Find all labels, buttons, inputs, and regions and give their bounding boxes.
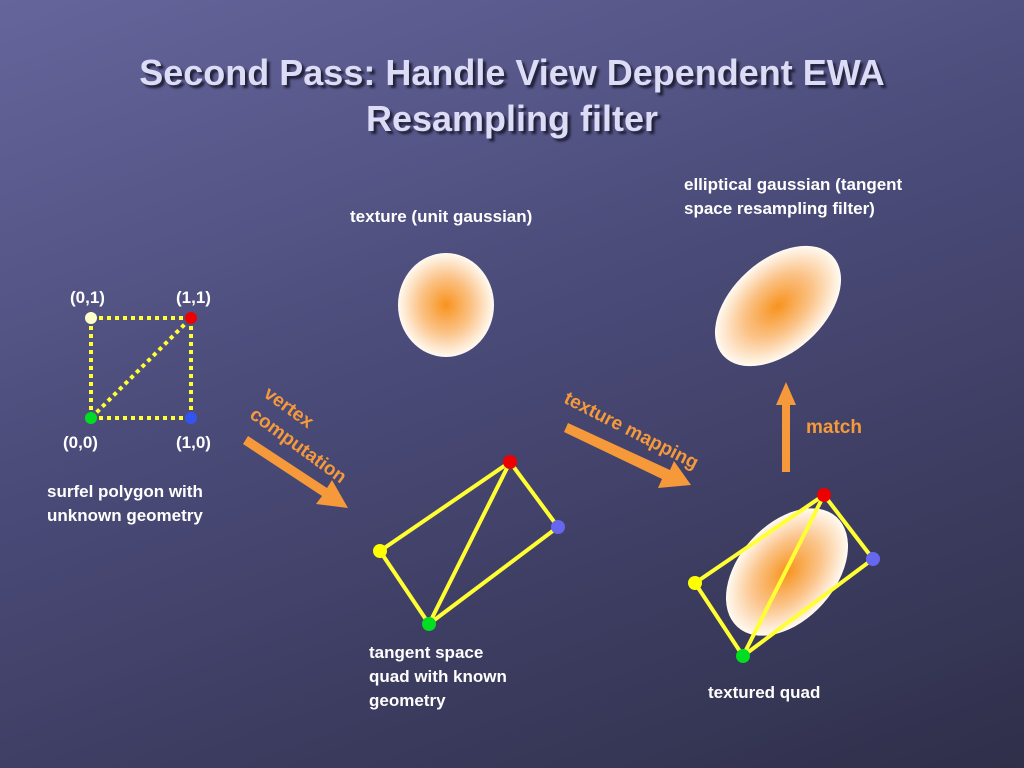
texture-mapping-arrow	[564, 423, 691, 488]
title-line-2: Resampling filter	[365, 98, 659, 139]
surfel-label-2: unknown geometry	[47, 506, 203, 525]
texture-label: texture (unit gaussian)	[350, 207, 533, 226]
vertex-1-0	[185, 412, 197, 424]
surfel-polygon	[89, 316, 193, 420]
vertex-0-1	[85, 312, 97, 324]
coord-1-1: (1,1)	[176, 288, 211, 307]
vertex-computation-arrow	[243, 436, 348, 508]
quad-vertex-red	[503, 455, 517, 469]
textured-vertex-green	[736, 649, 750, 663]
tangent-quad	[377, 459, 561, 627]
textured-quad-label: textured quad	[708, 683, 821, 702]
textured-vertex-yellow	[688, 576, 702, 590]
textured-vertex-red	[817, 488, 831, 502]
unit-gaussian	[398, 253, 494, 357]
coord-0-1: (0,1)	[70, 288, 105, 307]
coord-1-0: (1,0)	[176, 433, 211, 452]
vertex-0-0	[85, 412, 97, 424]
elliptical-gaussian	[714, 245, 842, 367]
textured-vertex-blue	[866, 552, 880, 566]
tangent-label-1: tangent space	[369, 643, 484, 662]
slide-title: Second Pass: Handle View Dependent EWA R…	[0, 50, 1024, 142]
surfel-label-1: surfel polygon with	[47, 482, 203, 501]
match-arrow	[776, 382, 796, 472]
quad-vertex-yellow	[373, 544, 387, 558]
vertex-1-1	[185, 312, 197, 324]
title-line-1: Second Pass: Handle View Dependent EWA	[139, 52, 885, 93]
coord-0-0: (0,0)	[63, 433, 98, 452]
elliptical-label-2: space resampling filter)	[684, 199, 875, 218]
quad-vertex-blue	[551, 520, 565, 534]
match-label: match	[806, 417, 862, 438]
elliptical-label-1: elliptical gaussian (tangent	[684, 175, 903, 194]
tangent-label-3: geometry	[369, 691, 446, 710]
tangent-label-2: quad with known	[369, 667, 507, 686]
quad-vertex-green	[422, 617, 436, 631]
